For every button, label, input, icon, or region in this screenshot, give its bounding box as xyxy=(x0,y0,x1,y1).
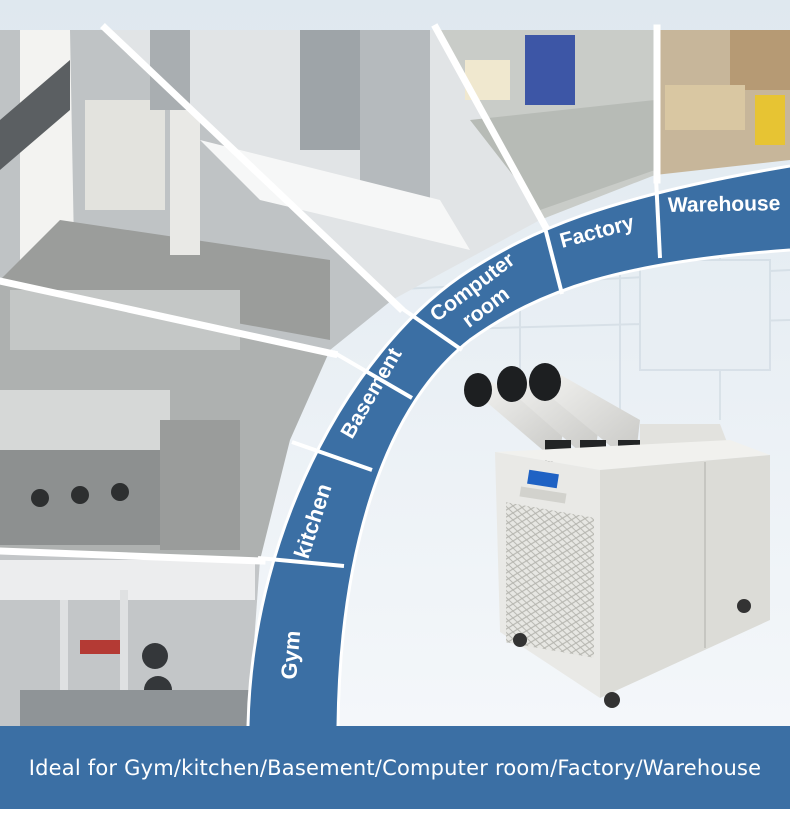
cooling-hoses xyxy=(464,363,646,462)
segment-label-warehouse: Warehouse xyxy=(668,192,781,217)
photo-wedges xyxy=(0,30,790,726)
caption-banner: Ideal for Gym/kitchen/Basement/Computer … xyxy=(0,726,790,809)
unit-side-panel xyxy=(600,455,770,698)
caster-wheel xyxy=(737,599,751,613)
hose-nozzle-2 xyxy=(497,366,527,402)
unit-front-grille xyxy=(506,502,594,658)
segment-label-gym: Gym xyxy=(276,630,305,681)
application-band xyxy=(246,164,790,727)
bottom-margin xyxy=(0,809,790,831)
wedge-separators xyxy=(0,23,661,565)
control-panel-display xyxy=(527,469,559,489)
caster-wheel xyxy=(513,633,527,647)
hose-nozzle-3 xyxy=(529,363,561,401)
hose-nozzle-1 xyxy=(464,373,492,407)
band-fill xyxy=(248,166,790,726)
spot-cooler-unit xyxy=(464,363,770,708)
band-dividers xyxy=(257,177,662,568)
caption-text: Ideal for Gym/kitchen/Basement/Computer … xyxy=(28,755,762,780)
caster-wheel xyxy=(604,692,620,708)
